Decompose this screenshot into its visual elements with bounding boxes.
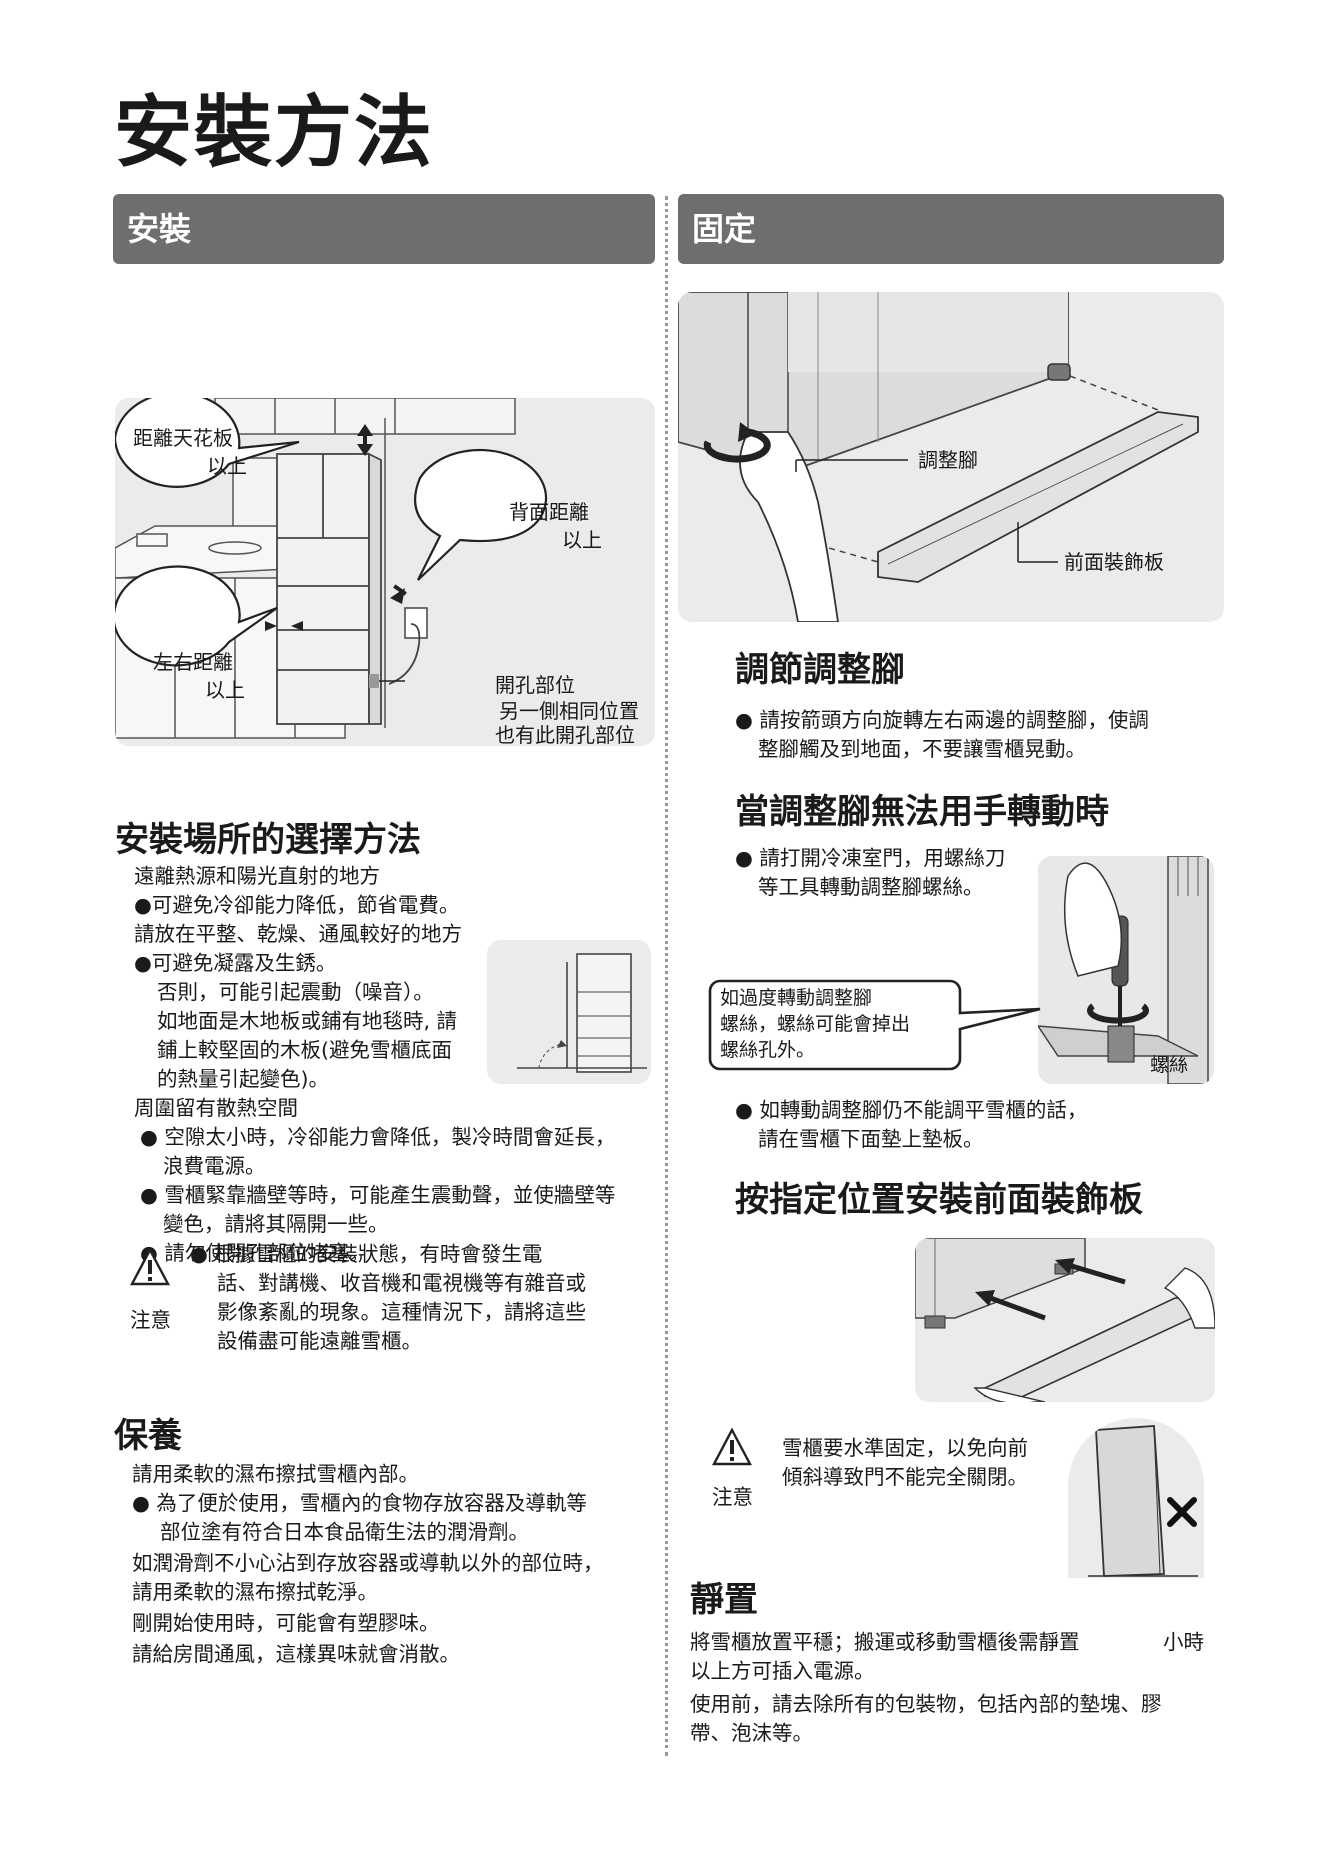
care-line: 請給房間通風，這樣異味就會消散。 xyxy=(132,1642,460,1666)
care-line: 請用柔軟的濕布擦拭乾淨。 xyxy=(132,1580,378,1604)
caution-line: 話、對講機、收音機和電視機等有雜音或 xyxy=(217,1271,586,1295)
rest-line: 以上方可插入電源。 xyxy=(690,1659,875,1683)
caution-label: 注意 xyxy=(712,1485,753,1509)
care-line: 剛開始使用時，可能會有塑膠味。 xyxy=(132,1611,440,1635)
care-heading: 保養 xyxy=(114,1416,182,1456)
side-clearance-label: 左右距離 xyxy=(153,650,233,674)
location-line: ● 雪櫃緊靠牆壁等時，可能產生震動聲，並使牆壁等 xyxy=(140,1183,616,1207)
hole-label-other-side: 另一側相同位置 xyxy=(499,699,639,723)
adjust-line: ● 請按箭頭方向旋轉左右兩邊的調整腳，使調 xyxy=(735,708,1149,732)
care-line: 如潤滑劑不小心沾到存放容器或導軌以外的部位時， xyxy=(132,1551,604,1575)
ceiling-clearance-unit: 以上 xyxy=(207,454,247,478)
adjust-line: 整腳觸及到地面，不要讓雪櫃晃動。 xyxy=(758,737,1086,761)
tilted-fridge-illustration xyxy=(1088,1425,1198,1577)
manual-line: 請在雪櫃下面墊上墊板。 xyxy=(758,1127,984,1151)
manual-line: ● 請打開冷凍室門，用螺絲刀 xyxy=(735,846,1006,870)
hole-label-also: 也有此開孔部位 xyxy=(495,723,635,746)
kitchen-illustration xyxy=(115,398,548,739)
front-panel-label: 前面裝飾板 xyxy=(1064,550,1164,574)
adjustable-foot-label: 調整腳 xyxy=(918,448,978,472)
back-clearance-unit: 以上 xyxy=(562,528,602,552)
manual-line: ● 如轉動調整腳仍不能調平雪櫃的話， xyxy=(735,1098,1088,1122)
caution-label: 注意 xyxy=(130,1308,171,1332)
rest-hours-unit: 小時 xyxy=(1163,1630,1204,1654)
tilt-warning-figure xyxy=(1068,1418,1204,1578)
caution-line: ● 根據雪櫃的安裝狀態，有時會發生電 xyxy=(190,1242,543,1266)
manual-line: 等工具轉動調整腳螺絲。 xyxy=(758,875,984,899)
hole-label: 開孔部位 xyxy=(495,673,575,697)
location-line: ● 空隙太小時，冷卻能力會降低，製冷時間會延長， xyxy=(140,1125,616,1149)
bubble-line: 螺絲，螺絲可能會掉出 xyxy=(720,1013,911,1035)
ceiling-clearance-label: 距離天花板 xyxy=(133,426,233,450)
location-line: 如地面是木地板或鋪有地毯時, 請 xyxy=(157,1009,458,1033)
installation-clearance-figure: 距離天花板 以上 背面距離 以上 左右距離 以上 開孔部位 另一側相同位置 也有… xyxy=(115,398,655,746)
location-line: ●可避免凝露及生銹。 xyxy=(134,951,337,975)
location-line: 的熱量引起變色)。 xyxy=(157,1067,329,1091)
adjustable-feet-figure: 調整腳 前面裝飾板 xyxy=(678,292,1224,622)
bubble-line: 螺絲孔外。 xyxy=(720,1039,816,1061)
caution-line: 影像紊亂的現象。這種情況下，請將這些 xyxy=(217,1300,586,1324)
location-line: 否則，可能引起震動（噪音）。 xyxy=(157,980,434,1004)
front-panel-illustration xyxy=(915,1238,1215,1402)
screwdriver-figure: 螺絲 xyxy=(1038,856,1214,1084)
fridge-feet-illustration xyxy=(678,292,1199,622)
screwdriver-illustration xyxy=(1038,856,1209,1084)
location-line: 鋪上較堅固的木板(避免雪櫃底面 xyxy=(157,1038,452,1062)
caution-icon xyxy=(712,1427,752,1466)
bubble-line: 如過度轉動調整腳 xyxy=(720,987,873,1009)
front-panel-heading: 按指定位置安裝前面裝飾板 xyxy=(735,1180,1143,1220)
location-heading: 安裝場所的選擇方法 xyxy=(115,820,421,860)
care-line: 請用柔軟的濕布擦拭雪櫃內部。 xyxy=(132,1462,419,1486)
location-line: 浪費電源。 xyxy=(163,1154,266,1178)
location-line: 周圍留有散熱空間 xyxy=(134,1096,298,1120)
location-line: 遠離熱源和陽光直射的地方 xyxy=(134,864,380,888)
back-clearance-label: 背面距離 xyxy=(509,500,589,524)
over-turn-warning-bubble xyxy=(708,979,1041,1071)
care-line: ● 為了便於使用，雪櫃內的食物存放容器及導軌等 xyxy=(132,1491,587,1515)
manual-adjust-heading: 當調整腳無法用手轉動時 xyxy=(735,792,1109,832)
column-divider xyxy=(665,196,668,1756)
location-line: 變色，請將其隔開一些。 xyxy=(163,1212,389,1236)
location-line: 請放在平整、乾燥、通風較好的地方 xyxy=(134,922,462,946)
front-panel-figure xyxy=(915,1238,1215,1402)
adjust-feet-heading: 調節調整腳 xyxy=(735,650,905,690)
section-header-fix: 固定 xyxy=(678,194,1224,264)
level-caution-line: 傾斜導致門不能完全關閉。 xyxy=(782,1465,1028,1489)
side-clearance-unit: 以上 xyxy=(205,678,245,702)
fridge-on-board-illustration xyxy=(517,953,647,1073)
level-caution-line: 雪櫃要水準固定，以免向前 xyxy=(782,1436,1028,1460)
rest-line: 使用前，請去除所有的包裝物，包括內部的墊塊、膠 xyxy=(690,1692,1162,1716)
wood-floor-figure xyxy=(487,940,651,1084)
page-title: 安裝方法 xyxy=(114,88,435,178)
caution-icon xyxy=(130,1247,170,1286)
care-line: 部位塗有符合日本食品衛生法的潤滑劑。 xyxy=(160,1520,529,1544)
rest-line: 帶、泡沫等。 xyxy=(690,1721,813,1745)
location-line: ●可避免冷卻能力降低，節省電費。 xyxy=(134,893,460,917)
section-header-install: 安裝 xyxy=(113,194,655,264)
caution-line: 設備盡可能遠離雪櫃。 xyxy=(217,1329,422,1353)
rest-line: 將雪櫃放置平穩；搬運或移動雪櫃後需靜置 xyxy=(690,1630,1080,1654)
rest-heading: 靜置 xyxy=(690,1580,758,1620)
screw-label: 螺絲 xyxy=(1150,1054,1189,1076)
